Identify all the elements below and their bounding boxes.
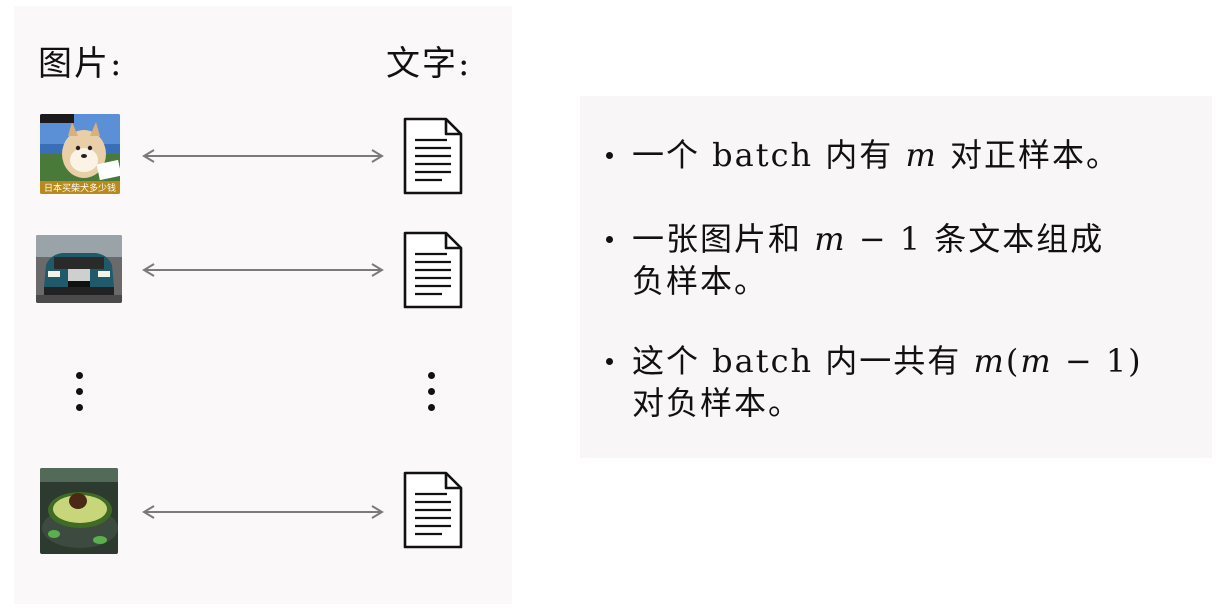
explanation-panel <box>580 96 1212 458</box>
bullet-dot <box>606 236 613 243</box>
car-photo-icon <box>36 235 122 303</box>
bullet-text-segment: 一张图片和 <box>632 220 815 258</box>
bullet-line: 一个 batch 内有 m 对正样本。 <box>632 134 1206 176</box>
text-column-header: 文字: <box>386 44 472 84</box>
bullet-text: 这个 batch 内一共有 m(m − 1)对负样本。 <box>632 340 1206 424</box>
bullet-line: 这个 batch 内一共有 m(m − 1) <box>632 340 1206 382</box>
bullet-line: 对负样本。 <box>632 382 1206 424</box>
image-column-header: 图片: <box>38 44 124 84</box>
bullet-text: 一个 batch 内有 m 对正样本。 <box>632 134 1206 176</box>
avocado-photo-thumbnail <box>40 468 118 554</box>
bullet-text: 一张图片和 m − 1 条文本组成负样本。 <box>632 218 1206 302</box>
double-arrow-icon <box>140 262 386 278</box>
bullet-negative-total: 这个 batch 内一共有 m(m − 1)对负样本。 <box>606 340 1206 424</box>
bullet-line: 一张图片和 m − 1 条文本组成 <box>632 218 1206 260</box>
bullet-text-segment: − 1 条文本组成 <box>846 220 1105 258</box>
bullet-negative-per-image: 一张图片和 m − 1 条文本组成负样本。 <box>606 218 1206 302</box>
bullet-positive-pairs: 一个 batch 内有 m 对正样本。 <box>606 134 1206 176</box>
dog-photo-thumbnail: 日本买柴犬多少钱 <box>40 114 120 194</box>
car-photo-thumbnail <box>36 235 122 303</box>
math-symbol: m <box>814 220 847 258</box>
dog-photo-caption: 日本买柴犬多少钱 <box>44 182 116 194</box>
vertical-ellipsis-icon <box>74 372 84 412</box>
bullet-text-segment: − 1) <box>1052 342 1143 380</box>
double-arrow-icon <box>140 504 386 520</box>
bullet-line: 负样本。 <box>632 260 1206 302</box>
bullet-text-segment: 这个 batch 内一共有 <box>632 342 974 380</box>
bullet-dot <box>606 358 613 365</box>
math-symbol: m <box>973 342 1006 380</box>
bullet-text-segment: 一个 batch 内有 <box>632 136 906 174</box>
math-symbol: m <box>1020 342 1053 380</box>
bullet-text-segment: 对正样本。 <box>937 136 1121 174</box>
document-icon <box>402 470 464 550</box>
dog-photo-icon: 日本买柴犬多少钱 <box>40 114 120 194</box>
document-icon <box>402 116 464 196</box>
bullet-text-segment: 对负样本。 <box>632 384 803 422</box>
bullet-text-segment: 负样本。 <box>632 262 769 300</box>
avocado-photo-icon <box>40 468 118 554</box>
document-icon <box>402 230 464 310</box>
double-arrow-icon <box>140 148 386 164</box>
vertical-ellipsis-icon <box>426 372 436 412</box>
bullet-dot <box>606 152 613 159</box>
bullet-text-segment: ( <box>1005 342 1021 380</box>
math-symbol: m <box>905 136 938 174</box>
